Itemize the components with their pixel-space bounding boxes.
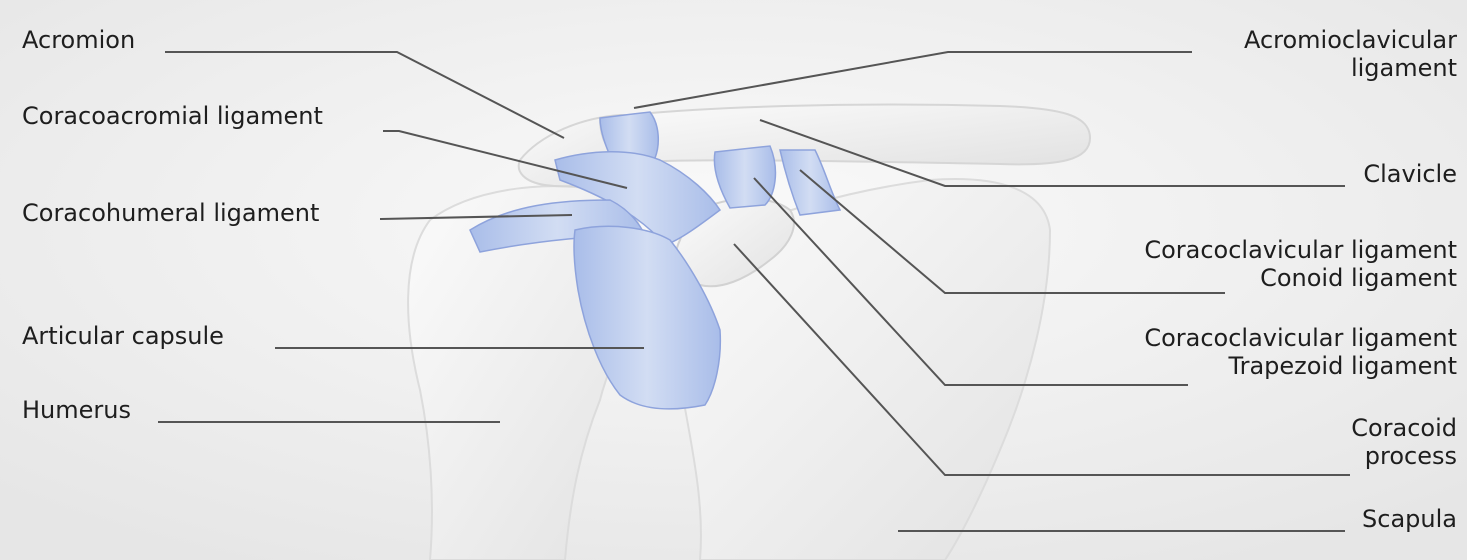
label-acromion: Acromion xyxy=(22,26,135,54)
label-acromioclavicular-ligament: Acromioclavicular ligament xyxy=(1244,26,1457,82)
label-coracoacromial-ligament: Coracoacromial ligament xyxy=(22,102,323,130)
label-trapezoid-ligament: Coracoclavicular ligament Trapezoid liga… xyxy=(1144,324,1457,380)
label-coracoid-process: Coracoid process xyxy=(1351,414,1457,470)
label-clavicle: Clavicle xyxy=(1363,160,1457,188)
label-humerus: Humerus xyxy=(22,396,131,424)
label-conoid-ligament: Coracoclavicular ligament Conoid ligamen… xyxy=(1144,236,1457,292)
label-scapula: Scapula xyxy=(1362,505,1457,533)
label-articular-capsule: Articular capsule xyxy=(22,322,224,350)
label-coracohumeral-ligament: Coracohumeral ligament xyxy=(22,199,319,227)
